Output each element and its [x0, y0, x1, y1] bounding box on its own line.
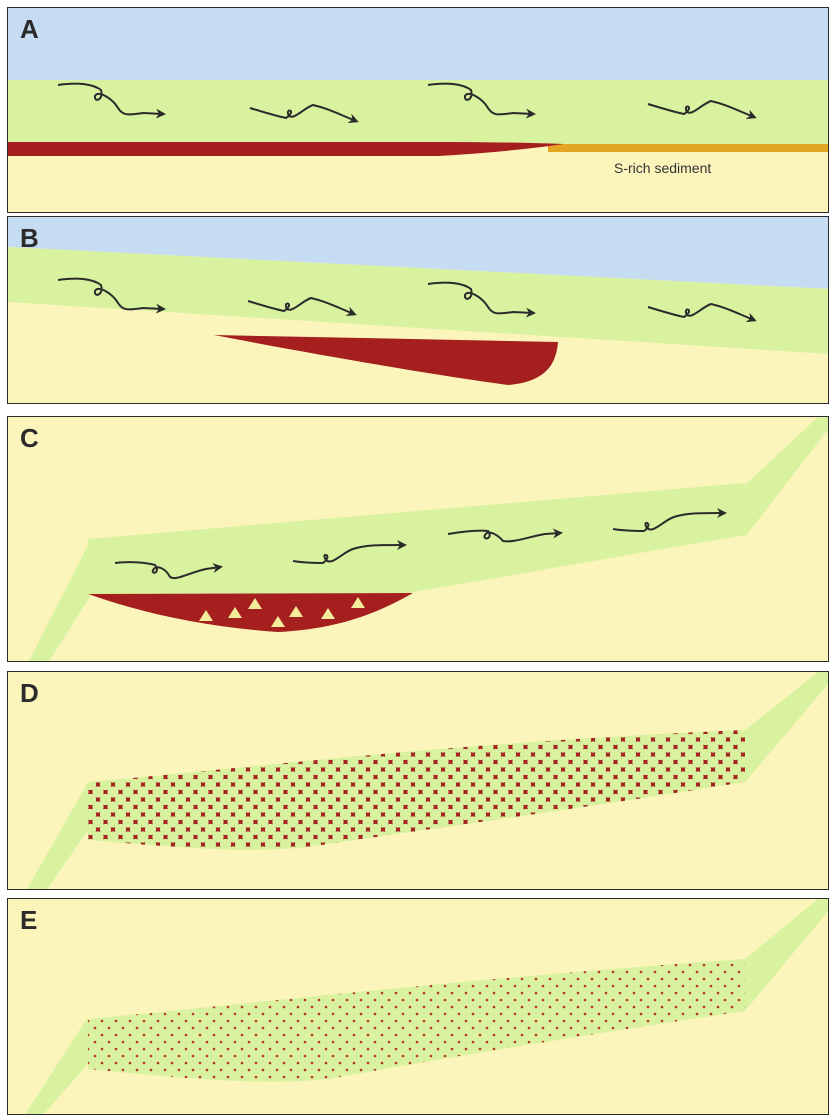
panel-e: E	[7, 898, 829, 1115]
panel-letter: C	[20, 425, 39, 451]
panel-letter: D	[20, 680, 39, 706]
ore-lens	[214, 335, 558, 385]
panel-b-diagram	[8, 217, 829, 404]
seawater-layer	[8, 8, 829, 80]
disseminated-sulfide-body	[88, 959, 745, 1082]
panel-d-diagram	[8, 672, 829, 890]
feeder-channel-lower	[26, 782, 88, 890]
ore-lens	[88, 593, 413, 632]
fluid-layer	[88, 483, 745, 595]
panel-letter: B	[20, 225, 39, 251]
massive-sulfide-body	[88, 730, 745, 850]
feeder-channel-upper	[745, 417, 829, 537]
panel-letter: E	[20, 907, 37, 933]
panel-a-diagram: S-rich sediment	[8, 8, 829, 213]
s-rich-sediment-label: S-rich sediment	[614, 160, 711, 176]
feeder-channel-upper	[745, 672, 829, 782]
feeder-channel-upper	[745, 899, 829, 1011]
panel-c-diagram	[8, 417, 829, 662]
feeder-channel-lower	[24, 1017, 88, 1115]
panel-e-diagram	[8, 899, 829, 1115]
panel-d: D	[7, 671, 829, 890]
panel-letter: A	[20, 16, 39, 42]
panel-b: B	[7, 216, 829, 404]
panel-a: S-rich sediment A	[7, 7, 829, 213]
feeder-channel-lower	[28, 539, 91, 662]
ore-lens	[8, 142, 564, 156]
s-rich-sediment-layer	[548, 144, 829, 152]
panel-c: C	[7, 416, 829, 662]
fluid-layer	[8, 80, 829, 144]
